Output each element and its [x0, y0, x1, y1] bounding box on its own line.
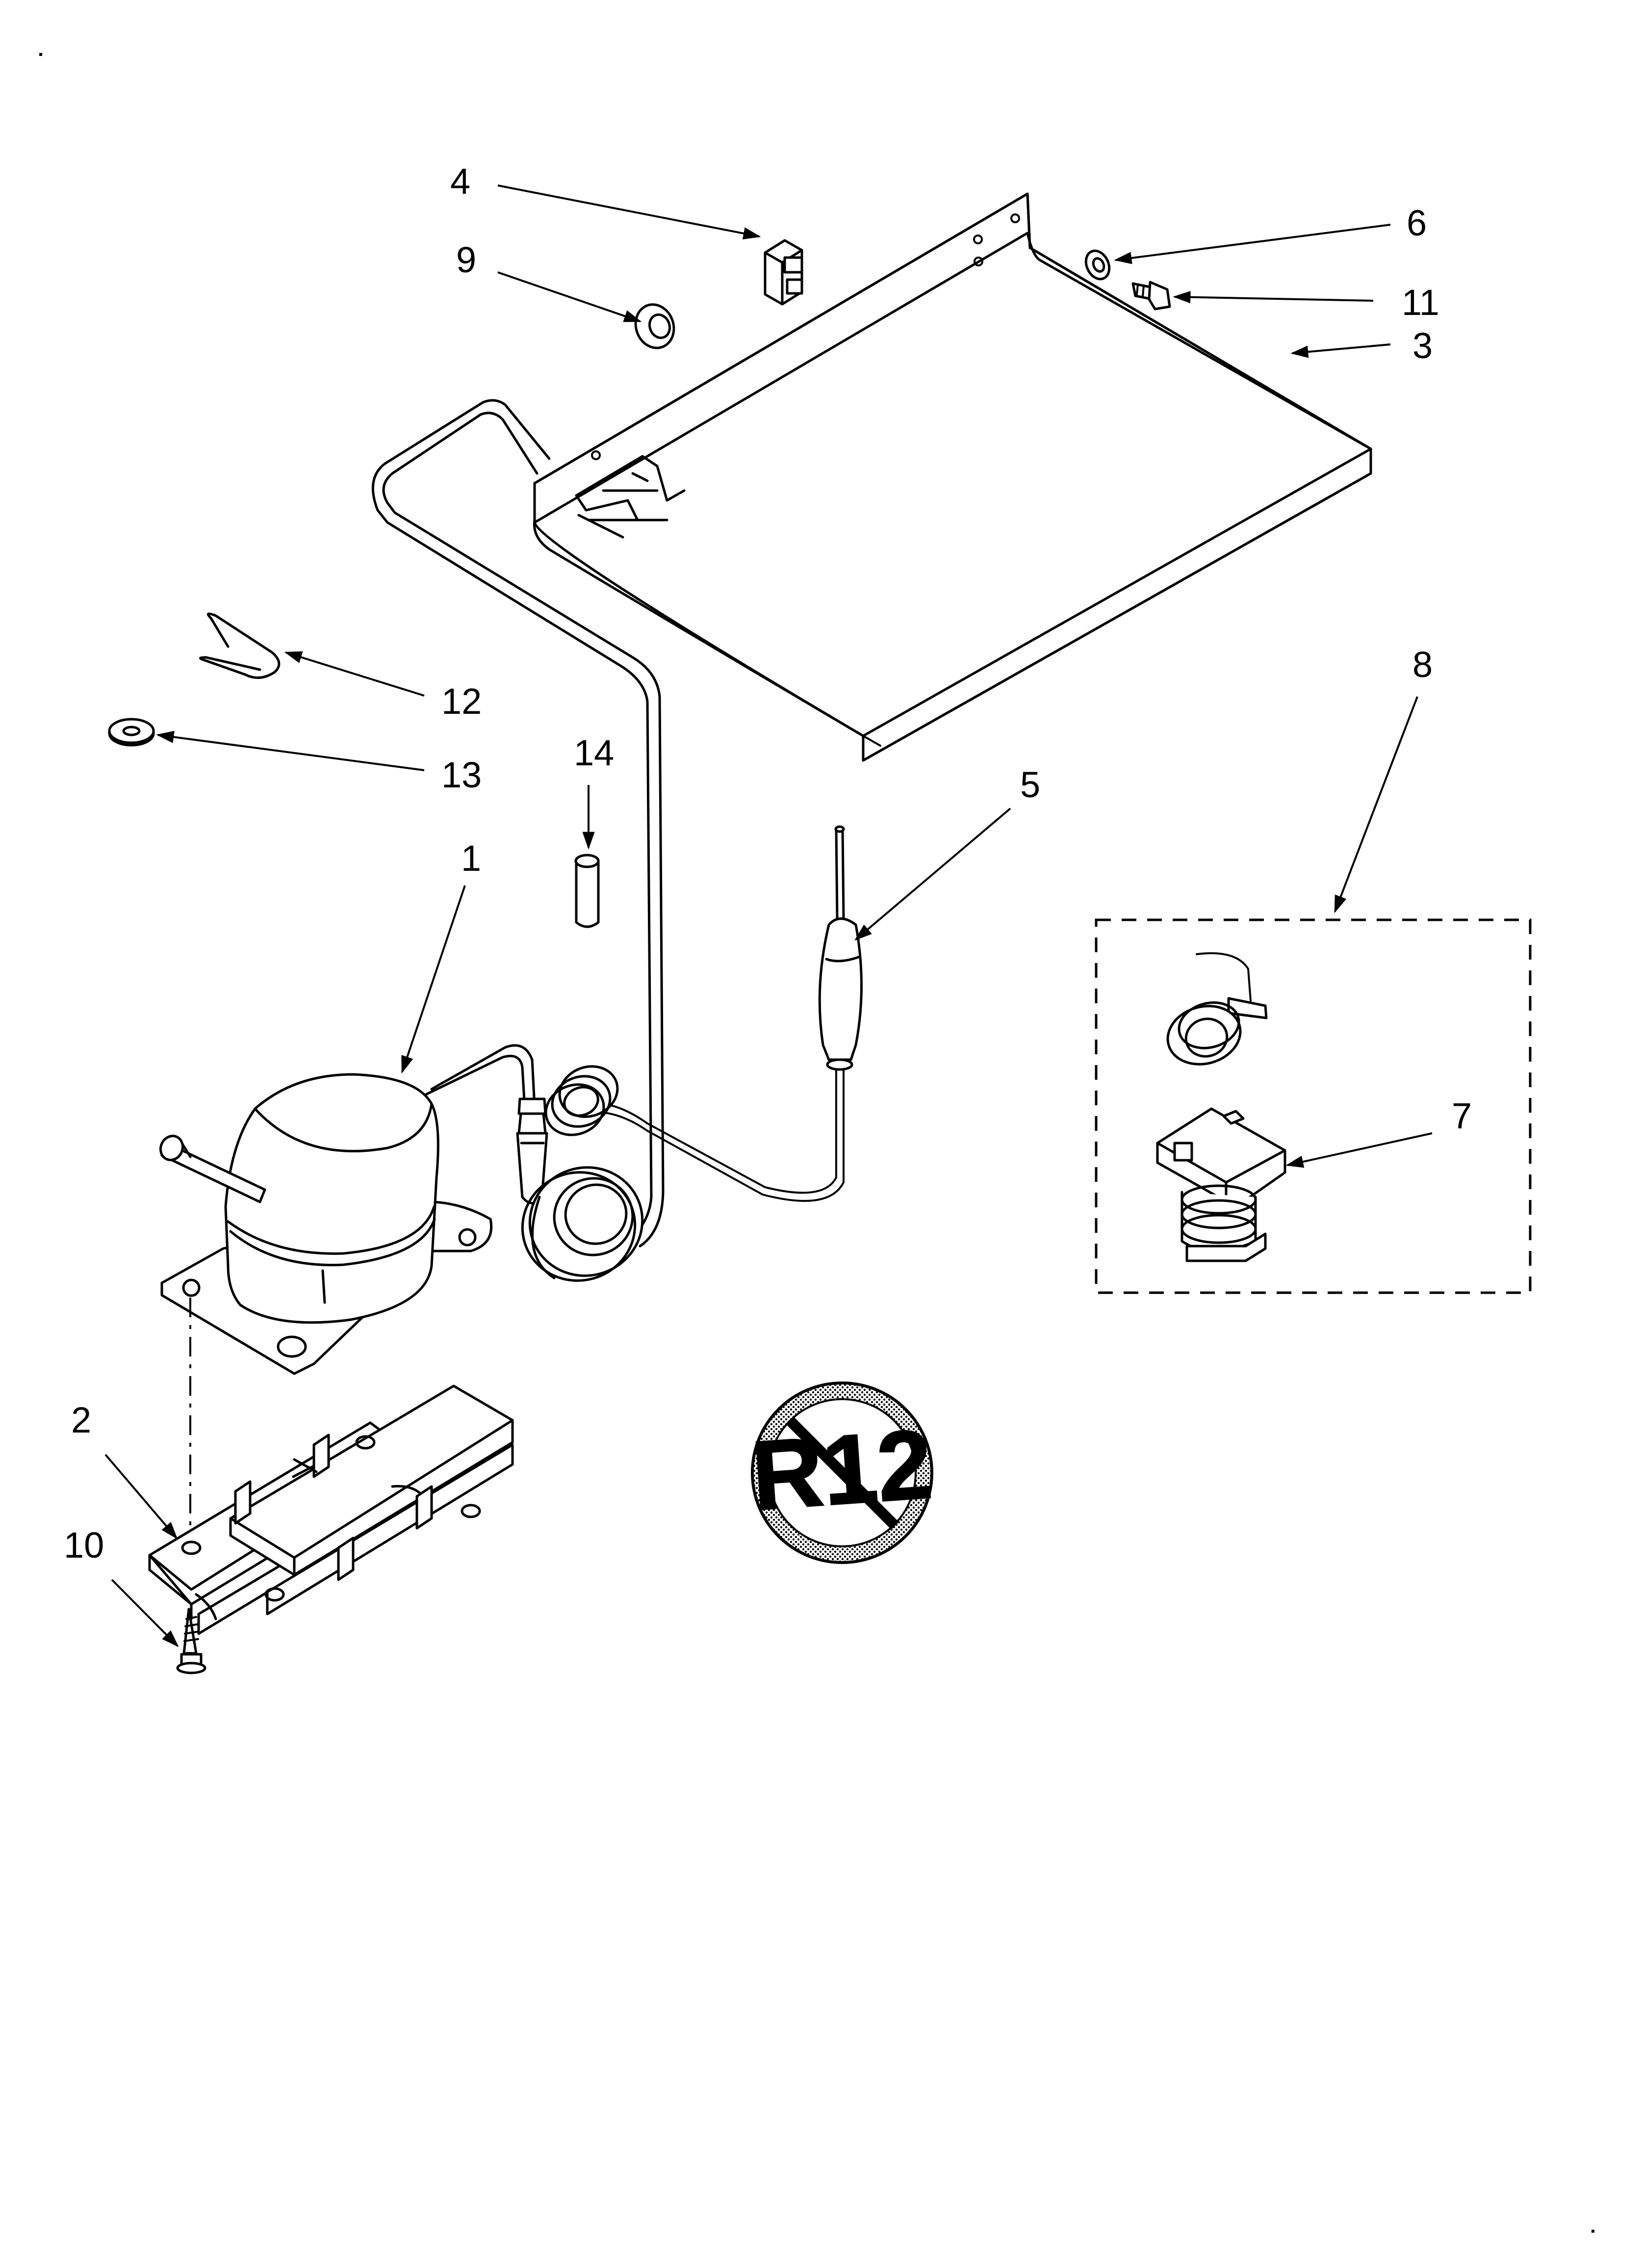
mounting-bracket — [148, 1384, 514, 1635]
hairpin-clip — [199, 612, 281, 679]
callout-13: 13 — [441, 755, 482, 795]
cylinder-sleeve — [574, 854, 600, 928]
large-coil — [521, 1166, 644, 1282]
compressor — [159, 1073, 493, 1375]
callout-11: 11 — [1402, 282, 1439, 323]
start-relay — [1156, 1107, 1286, 1262]
callout-6: 6 — [1407, 203, 1427, 243]
callout-2: 2 — [71, 1400, 91, 1440]
refrigerant-tubing — [371, 399, 845, 1248]
bolt — [1131, 281, 1171, 311]
no-r12-badge: R12 — [747, 1382, 936, 1564]
callout-12: 12 — [441, 681, 482, 722]
flat-washer — [108, 718, 155, 747]
leader-lines — [104, 184, 1433, 1647]
r12-label: R12 — [748, 1409, 936, 1531]
overload-protector — [1166, 952, 1268, 1066]
kit-box — [1095, 918, 1532, 1294]
speck — [39, 53, 42, 56]
callout-14: 14 — [574, 732, 614, 773]
grommet — [634, 303, 675, 349]
callout-4: 4 — [450, 161, 470, 202]
callout-10: 10 — [64, 1525, 104, 1565]
callout-5: 5 — [1020, 764, 1040, 805]
callout-3: 3 — [1412, 325, 1433, 366]
speck — [1591, 2230, 1594, 2233]
callout-8: 8 — [1412, 644, 1433, 685]
callout-9: 9 — [456, 239, 476, 280]
washer — [1084, 249, 1111, 281]
condenser-panel — [533, 192, 1372, 762]
screw — [176, 1608, 206, 1674]
small-coil — [544, 1065, 619, 1136]
sensor-bulb — [818, 825, 863, 1071]
clip — [764, 239, 803, 306]
callouts: 4 9 6 11 3 8 12 13 14 5 1 7 2 10 — [64, 161, 1472, 1565]
callout-7: 7 — [1452, 1095, 1472, 1136]
callout-1: 1 — [461, 838, 481, 879]
